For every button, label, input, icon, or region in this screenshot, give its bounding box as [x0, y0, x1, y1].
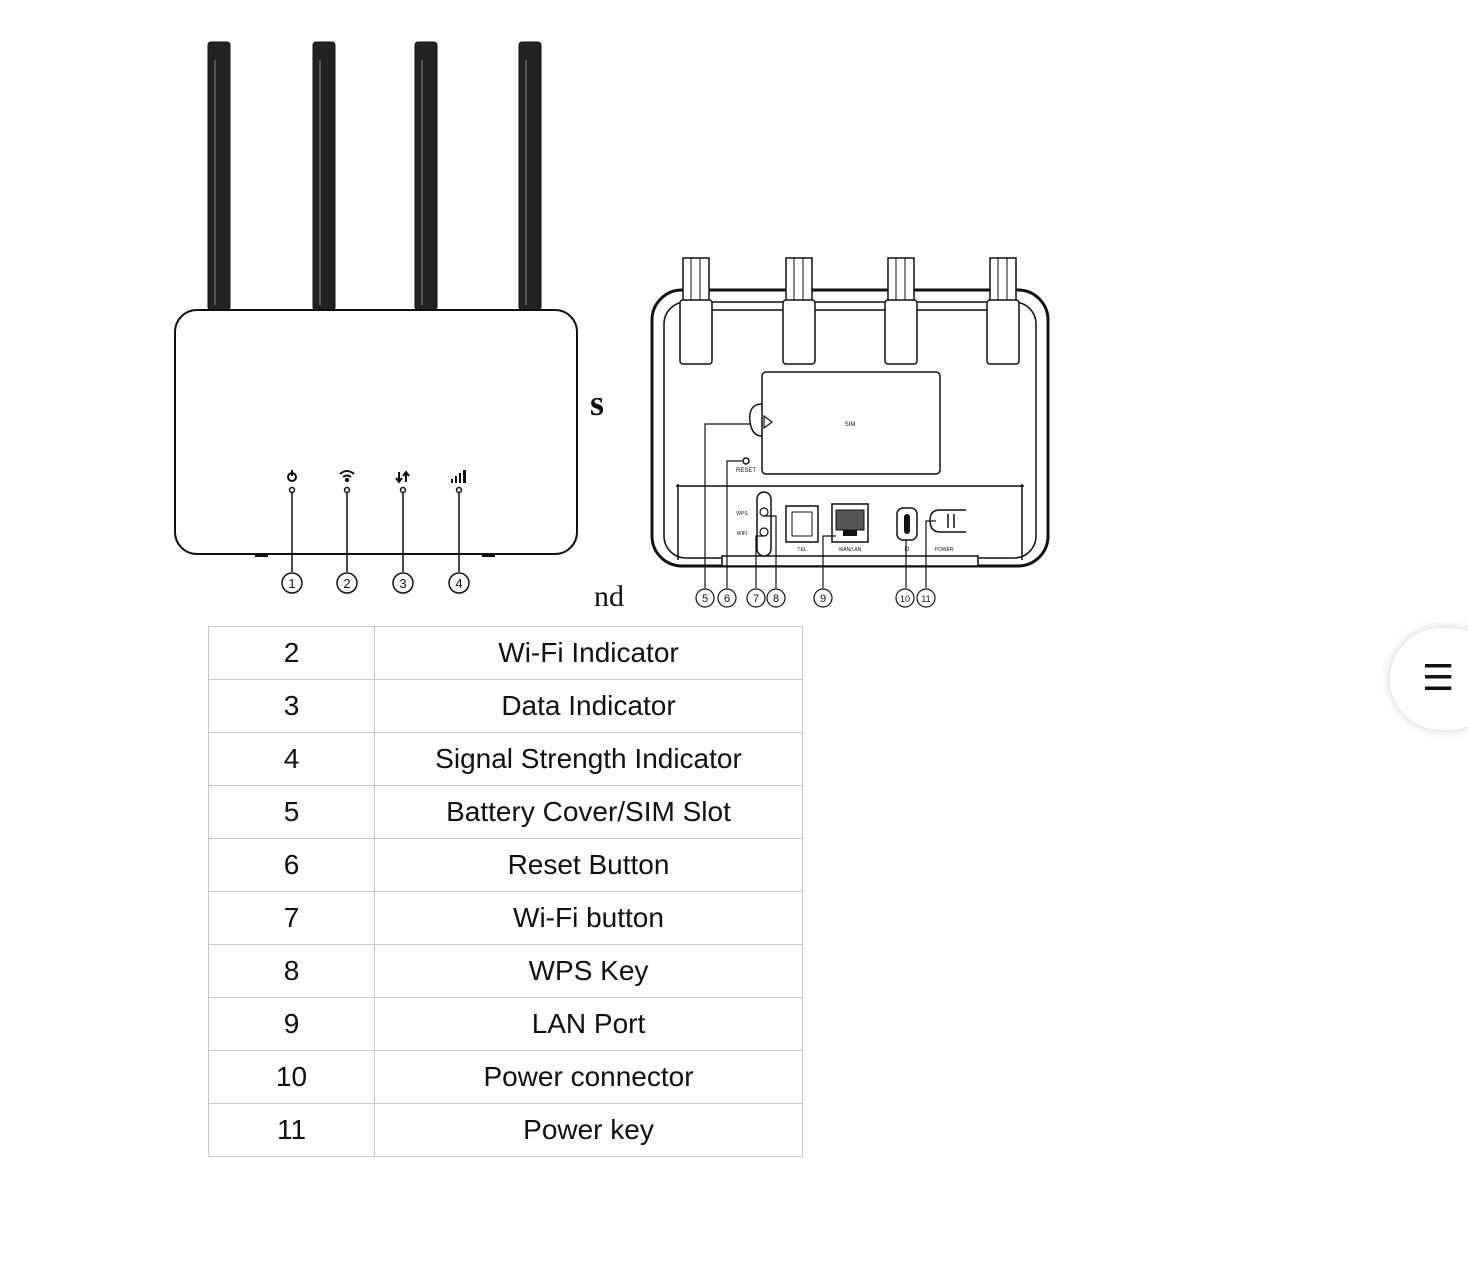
front-antennas	[207, 41, 542, 311]
antenna	[518, 41, 542, 311]
callout-10: 10	[900, 594, 910, 604]
router-diagram: 1 2 3 4	[0, 0, 1468, 620]
part-number: 5	[208, 785, 375, 839]
callout-5: 5	[702, 593, 708, 605]
callout-6: 6	[724, 593, 730, 605]
part-name: Power connector	[374, 1050, 803, 1104]
part-name: Power key	[374, 1103, 803, 1157]
callout-9: 9	[820, 593, 826, 605]
part-name: Signal Strength Indicator	[374, 732, 803, 786]
part-number: 3	[208, 679, 375, 733]
router-back-view: SIM RESET WPS WIFI TEL WAN/LAN O	[650, 257, 1050, 568]
callout-3: 3	[399, 576, 406, 591]
data-indicator-icon	[395, 470, 410, 484]
part-name: Data Indicator	[374, 679, 803, 733]
wifi-indicator-icon	[339, 470, 355, 483]
part-number: 6	[208, 838, 375, 892]
part-name: Wi-Fi button	[374, 891, 803, 945]
tel-port	[785, 505, 819, 543]
part-number: 9	[208, 997, 375, 1051]
part-name: Reset Button	[374, 838, 803, 892]
antenna	[207, 41, 231, 311]
part-name: Battery Cover/SIM Slot	[374, 785, 803, 839]
antenna	[414, 41, 438, 311]
menu-icon: ☰	[1422, 657, 1455, 698]
menu-button[interactable]: ☰	[1390, 628, 1468, 730]
router-illustration: 1 2 3 4	[174, 41, 1050, 608]
part-name: WPS Key	[374, 944, 803, 998]
callout-7: 7	[753, 593, 759, 605]
cropped-text-fragment-lower: nd	[594, 580, 624, 613]
part-number: 2	[208, 626, 375, 680]
wan-lan-label: WAN/LAN	[839, 547, 862, 553]
wifi-label: WIFI	[737, 531, 748, 537]
power-indicator-icon	[287, 470, 297, 482]
part-number: 8	[208, 944, 375, 998]
part-name: Wi-Fi Indicator	[374, 626, 803, 680]
power-connector-label: O	[905, 547, 910, 553]
part-number: 10	[208, 1050, 375, 1104]
part-number: 11	[208, 1103, 375, 1157]
callout-8: 8	[773, 593, 779, 605]
signal-indicator-icon	[451, 470, 466, 483]
callout-11: 11	[921, 594, 930, 604]
battery-cover	[761, 371, 941, 475]
router-front-body	[174, 309, 578, 555]
part-number: 7	[208, 891, 375, 945]
callout-2: 2	[343, 576, 350, 591]
tel-label: TEL	[797, 547, 806, 553]
callout-4: 4	[455, 576, 462, 591]
reset-label: RESET	[736, 468, 756, 474]
power-label: POWER	[935, 547, 954, 553]
part-number: 4	[208, 732, 375, 786]
cropped-text-fragment: s	[590, 383, 605, 423]
wps-label: WPS	[736, 511, 748, 517]
callout-1: 1	[288, 576, 295, 591]
antenna	[312, 41, 336, 311]
part-name: LAN Port	[374, 997, 803, 1051]
sim-label: SIM	[845, 422, 856, 428]
